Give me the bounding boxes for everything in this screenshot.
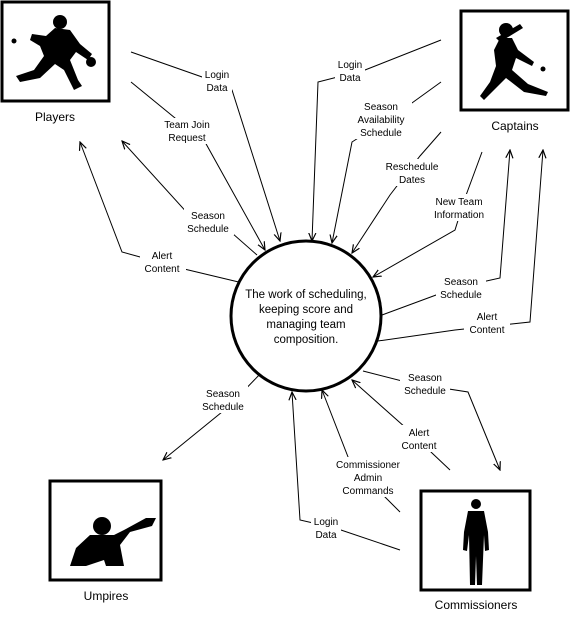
- flow-label-captains-alert-1: Alert: [477, 312, 498, 323]
- flow-label-umpires-season-schedule-2: Schedule: [202, 402, 244, 413]
- flow-label-captains-season-schedule-2: Schedule: [440, 290, 482, 301]
- baseball-batter-icon: [480, 23, 548, 100]
- flow-label-captains-season-schedule-1: Season: [444, 277, 478, 288]
- flow-label-commissioners-login-2: Data: [315, 530, 337, 541]
- flow-label-commissioners-login-1: Login: [314, 517, 338, 528]
- actor-label-captains: Captains: [491, 119, 538, 133]
- flow-label-players-team-join-2: Request: [168, 133, 205, 144]
- flow-label-captains-reschedule-2: Dates: [399, 175, 425, 186]
- actor-captains: Captains: [459, 9, 570, 133]
- flow-label-captains-availability-3: Schedule: [360, 128, 402, 139]
- flow-label-players-season-schedule-1: Season: [191, 211, 225, 222]
- process-circle: The work of scheduling, keeping score an…: [229, 239, 383, 393]
- flow-label-players-season-schedule-2: Schedule: [187, 224, 229, 235]
- flow-label-captains-availability-2: Availability: [357, 115, 404, 126]
- umpire-icon: [70, 517, 156, 566]
- actor-label-commissioners: Commissioners: [435, 598, 518, 612]
- flow-label-captains-new-team-1: New Team: [435, 197, 482, 208]
- flow-label-commissioners-admin-2: Admin: [354, 473, 382, 484]
- actor-label-umpires: Umpires: [84, 589, 129, 603]
- process-line-3: managing team: [266, 319, 345, 331]
- flow-label-captains-reschedule-1: Reschedule: [386, 162, 439, 173]
- actor-commissioners: Commissioners: [419, 489, 532, 612]
- flow-label-captains-login-2: Data: [339, 73, 361, 84]
- flow-label-umpires-season-schedule-1: Season: [206, 389, 240, 400]
- actor-players: Players: [0, 0, 111, 124]
- flow-line-players-season-schedule: [122, 141, 258, 256]
- flow-labels: Login Data Team Join Request Season Sche…: [140, 58, 510, 541]
- flow-label-players-login-2: Data: [206, 83, 228, 94]
- flow-label-commissioners-season-schedule-2: Schedule: [404, 386, 446, 397]
- flow-label-captains-alert-2: Content: [469, 325, 504, 336]
- process-line-1: The work of scheduling,: [245, 289, 366, 301]
- flow-label-captains-new-team-2: Information: [434, 210, 484, 221]
- actor-umpires: Umpires: [48, 479, 163, 603]
- flow-label-commissioners-alert-2: Content: [401, 441, 436, 452]
- flow-line-captains-login: [312, 39, 442, 241]
- flow-label-players-login-1: Login: [205, 70, 229, 81]
- flow-label-commissioners-season-schedule-1: Season: [408, 373, 442, 384]
- flow-label-captains-login-1: Login: [338, 60, 362, 71]
- flow-label-players-alert-2: Content: [144, 264, 179, 275]
- actor-label-players: Players: [35, 110, 75, 124]
- flow-line-umpires-season-schedule: [163, 371, 263, 460]
- flow-label-players-alert-1: Alert: [152, 251, 173, 262]
- flow-line-captains-reschedule: [352, 131, 442, 253]
- flow-label-commissioners-alert-1: Alert: [409, 428, 430, 439]
- process-line-4: composition.: [274, 334, 339, 346]
- process-line-2: keeping score and: [259, 304, 353, 316]
- flow-label-captains-availability-1: Season: [364, 102, 398, 113]
- baseball-pitcher-icon: [11, 15, 96, 90]
- businessman-icon: [463, 499, 489, 585]
- flow-label-commissioners-admin-3: Commands: [342, 486, 393, 497]
- flow-label-players-team-join-1: Team Join: [164, 120, 210, 131]
- flow-label-commissioners-admin-1: Commissioner: [336, 460, 401, 471]
